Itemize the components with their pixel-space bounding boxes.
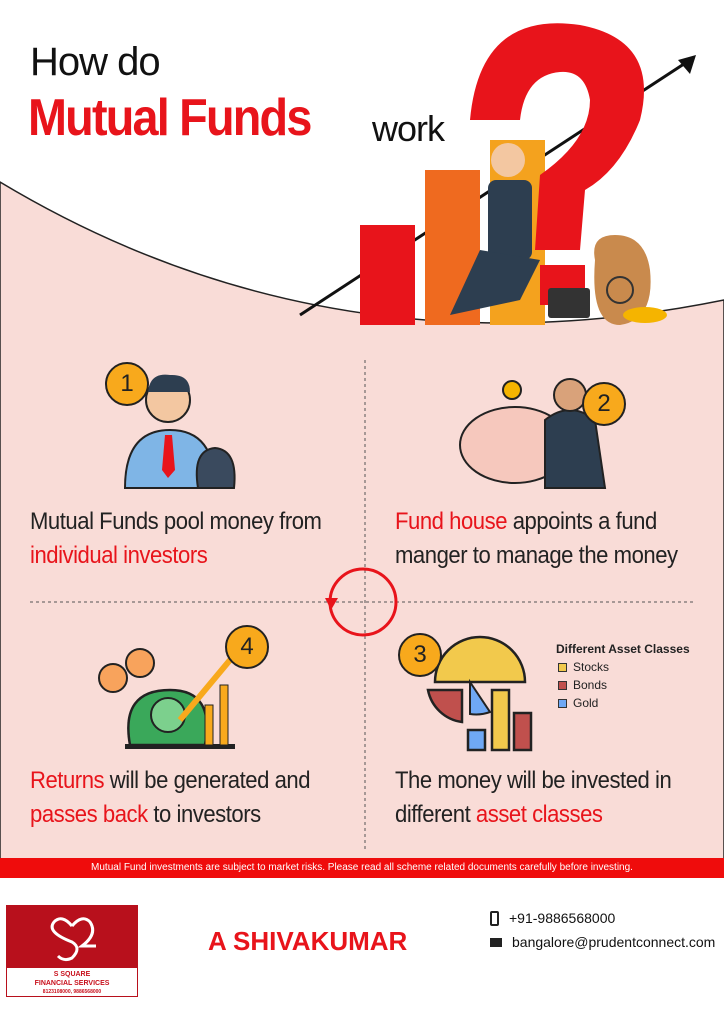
hero-illustration <box>299 23 696 325</box>
step3-illustration <box>426 635 533 752</box>
title-highlight: Mutual Funds <box>28 89 312 147</box>
step-badge-3: 3 <box>398 633 442 677</box>
legend-item-bonds: Bonds <box>556 676 690 694</box>
step1-illustration <box>123 374 236 489</box>
legend-item-stocks: Stocks <box>556 658 690 676</box>
step-badge-2: 2 <box>582 382 626 426</box>
disclaimer-bar: Mutual Fund investments are subject to m… <box>0 858 724 878</box>
step2-text: Fund house appoints a fund manger to man… <box>395 508 678 569</box>
legend-title: Different Asset Classes <box>556 642 690 656</box>
step1-text: Mutual Funds pool money from individual … <box>30 508 322 569</box>
phone-contact: +91-9886568000 <box>490 910 615 926</box>
step2-illustration <box>459 378 607 489</box>
company-logo: S SQUARE FINANCIAL SERVICES 8123108000, … <box>6 905 138 997</box>
asset-legend: Different Asset Classes Stocks Bonds Gol… <box>556 642 690 712</box>
title-suffix: work <box>372 108 445 149</box>
step-badge-4: 4 <box>225 625 269 669</box>
advisor-name: A SHIVAKUMAR <box>208 926 408 956</box>
step3-text: The money will be invested in different … <box>395 767 672 828</box>
step4-text: Returns will be generated and passes bac… <box>30 767 311 828</box>
mail-icon <box>490 937 502 947</box>
s2-logo-icon <box>50 917 96 962</box>
phone-icon <box>490 910 499 926</box>
background <box>0 23 724 860</box>
step-badge-1: 1 <box>105 362 149 406</box>
legend-item-gold: Gold <box>556 694 690 712</box>
email-contact: bangalore@prudentconnect.com <box>490 934 715 950</box>
title-line1: How do <box>30 40 161 84</box>
step4-illustration <box>98 648 235 749</box>
